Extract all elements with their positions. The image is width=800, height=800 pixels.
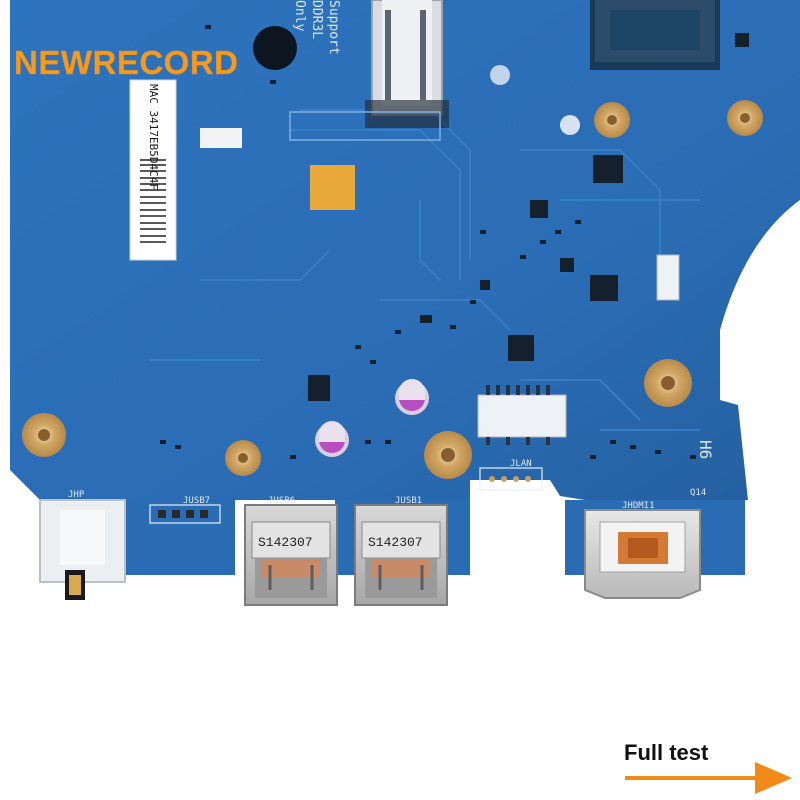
white-connector: [477, 385, 567, 445]
ram-only-text: Only: [292, 0, 307, 31]
pcb-traces: [150, 109, 700, 431]
cpu-chip: [590, 0, 720, 70]
ic-chips: [308, 33, 749, 401]
usb-left-code: S142307: [258, 535, 313, 550]
jlan-header: [479, 467, 543, 491]
brand-watermark: NEWRECORD: [14, 44, 239, 81]
arrow-icon: [625, 762, 792, 794]
white-sticker: [200, 128, 242, 148]
usb-port-left: [244, 504, 338, 606]
gold-pad: [310, 165, 355, 210]
full-test-callout: Full test: [624, 740, 709, 765]
ram-support-text: Support: [326, 0, 341, 55]
label-jusb6: JUSB6: [268, 496, 295, 506]
usb-right-code: S142307: [368, 535, 423, 550]
small-white-connector: [656, 254, 680, 301]
electrolytic-capacitors: [315, 379, 429, 457]
mac-label-text: MAC 3417EB5D4C4F: [147, 84, 160, 190]
label-jhp: JHP: [68, 490, 85, 500]
ram-ddr3l-text: DDR3L: [309, 0, 324, 39]
label-jlan: JLAN: [510, 459, 532, 469]
label-jusb7: JUSB7: [183, 496, 210, 506]
mounting-pads: [22, 100, 763, 479]
coin-battery: [253, 26, 297, 70]
label-q14: Q14: [690, 488, 706, 498]
ram-slot: [289, 0, 449, 141]
label-jhdmi1: JHDMI1: [622, 501, 655, 511]
label-jusb1: JUSB1: [395, 496, 422, 506]
label-h6: H6: [696, 440, 715, 459]
jusb7-header: [149, 504, 221, 524]
audio-jack: [39, 499, 126, 600]
mac-label-sticker: [129, 79, 177, 261]
usb-port-right: [354, 504, 448, 606]
hdmi-port: [584, 509, 701, 599]
